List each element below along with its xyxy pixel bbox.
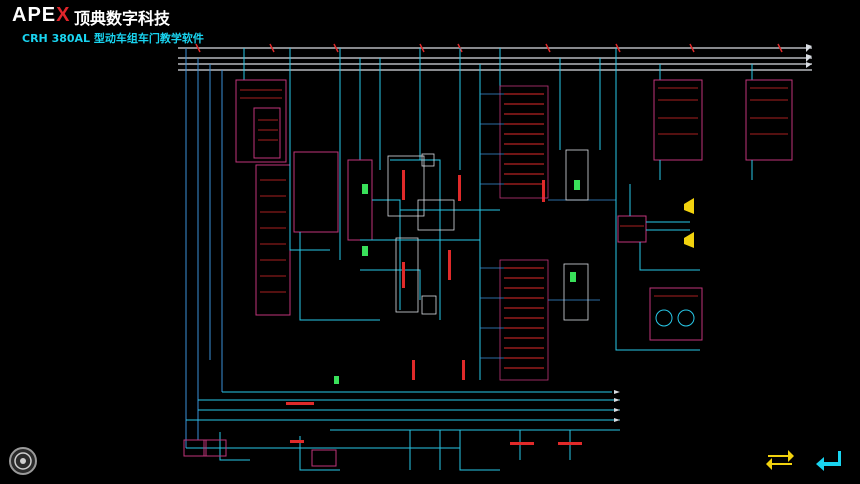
switch-view-button[interactable] [764, 446, 796, 472]
brand-name: 顶典数字科技 [74, 9, 171, 28]
bus-arrowheads [614, 44, 812, 422]
app-header: APEX 顶典数字科技 CRH 380AL 型动车组车门教学软件 [0, 0, 860, 48]
bottom-red-labels [286, 402, 582, 445]
mid-wiring [186, 150, 620, 421]
return-button[interactable] [814, 448, 844, 474]
top-breakers [195, 43, 783, 53]
swap-arrows-icon [766, 450, 794, 470]
bottom-boxes [183, 439, 337, 467]
upper-relay-rows [504, 93, 544, 185]
return-arrow-icon [816, 451, 841, 471]
apex-logo: APEX [12, 4, 71, 26]
red-vertical-labels [402, 170, 545, 380]
page-title: CRH 380AL 型动车组车门教学软件 [22, 32, 204, 45]
right-control-units [617, 79, 793, 341]
right-unit-internals [620, 87, 788, 297]
speaker-icons [684, 198, 694, 248]
lower-relay-stack [499, 259, 549, 381]
right-wiring [600, 160, 753, 393]
lower-relay-rows [504, 267, 544, 369]
green-relays [334, 180, 580, 384]
bottom-circuit [186, 429, 620, 471]
bus-drops [243, 48, 753, 380]
right-relay-boxes [563, 149, 589, 321]
left-control-units [235, 79, 373, 316]
help-circle-icon [9, 447, 37, 475]
left-unit-internals [240, 89, 286, 293]
help-button[interactable] [8, 446, 38, 476]
power-bus-lines [178, 47, 812, 71]
upper-relay-stack [499, 85, 549, 199]
mid-contact-boxes [387, 153, 455, 315]
left-supply-rails [185, 48, 223, 448]
relay-stack-wiring [480, 93, 616, 359]
motor-symbols [655, 309, 695, 327]
